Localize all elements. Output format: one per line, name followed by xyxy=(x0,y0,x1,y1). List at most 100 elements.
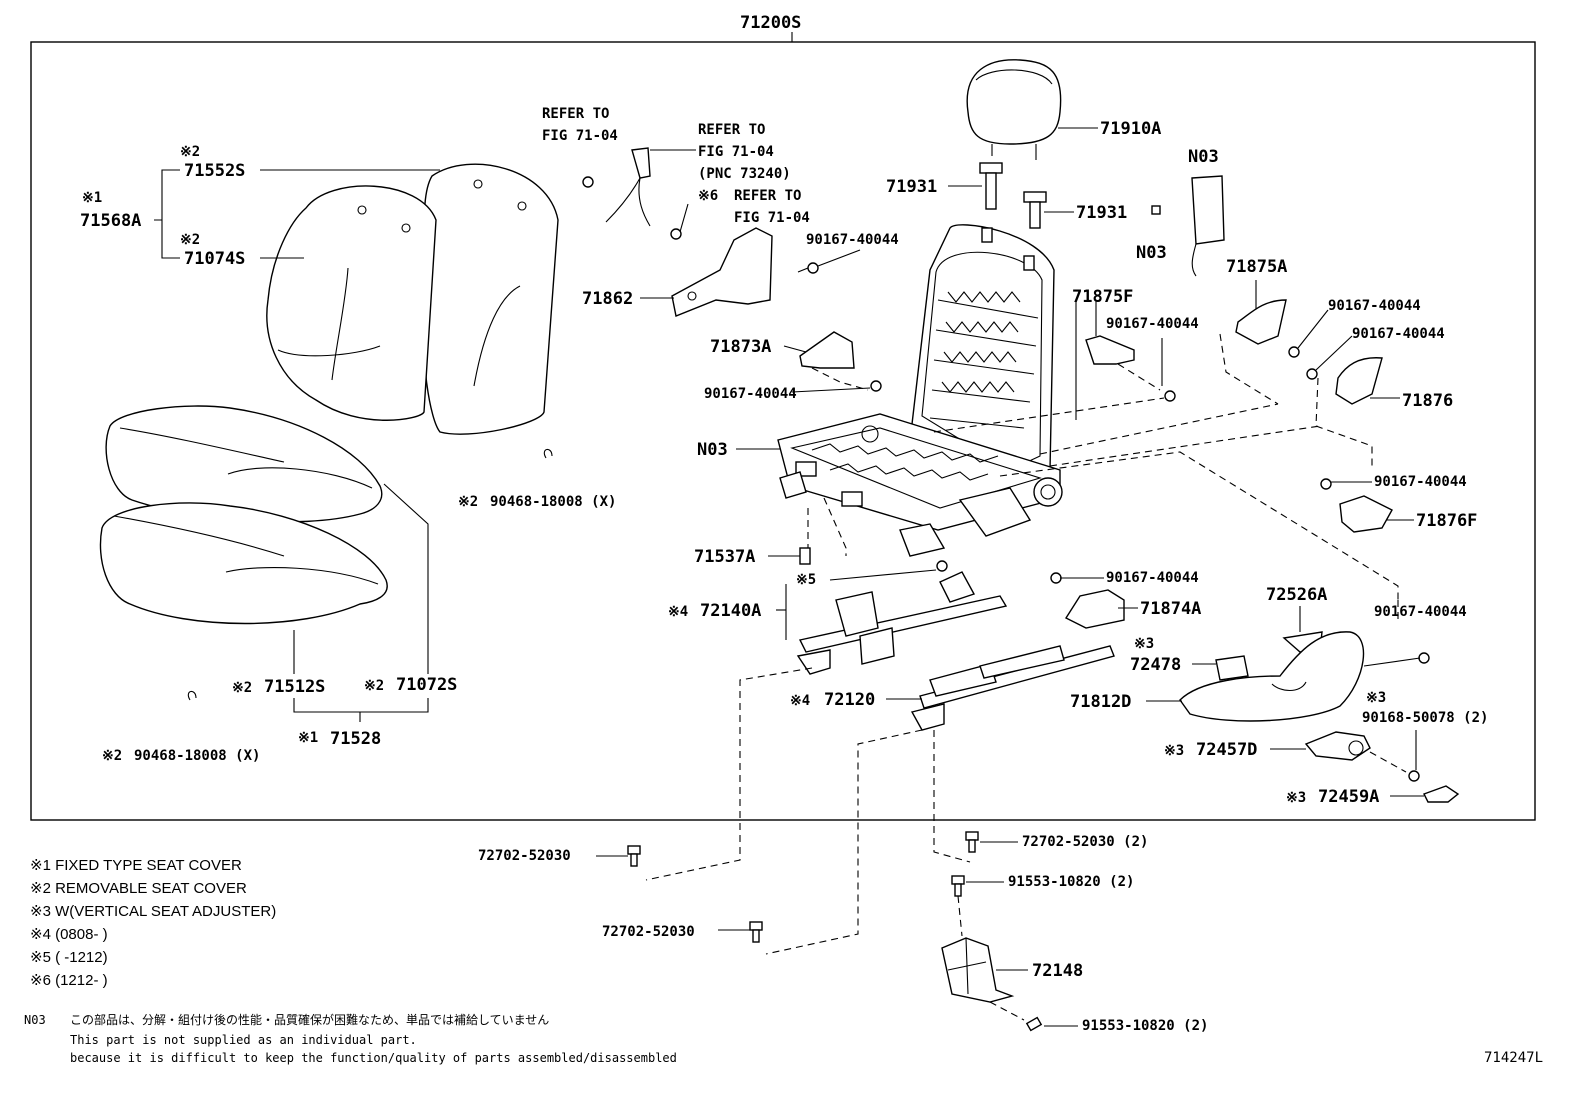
seat-belt-buckle[interactable] xyxy=(582,147,682,240)
side-airbag-module[interactable] xyxy=(1191,175,1225,277)
callout-90167-g[interactable]: 90167-40044 xyxy=(1106,570,1199,586)
callout-N03-nut[interactable]: N03 xyxy=(1136,243,1167,263)
callout-90167-c[interactable]: 90167-40044 xyxy=(1106,316,1199,332)
headrest-support-right[interactable] xyxy=(1023,191,1047,229)
bolt-icon xyxy=(951,875,965,897)
headrest[interactable] xyxy=(966,59,1062,160)
bolt-icon xyxy=(965,831,979,853)
mark-2-90468-a: ※2 xyxy=(458,494,478,510)
screw-icon xyxy=(1408,770,1420,782)
callout-91553-a[interactable]: 91553-10820 (2) xyxy=(1008,874,1134,890)
mark-3-72457D: ※3 xyxy=(1164,743,1184,759)
assembly-number[interactable]: 71200S xyxy=(740,13,801,33)
callout-90167-a[interactable]: 90167-40044 xyxy=(806,232,899,248)
callout-71874A[interactable]: 71874A xyxy=(1140,599,1201,619)
bracket-71873A[interactable] xyxy=(799,331,855,369)
cushion-pad-71072S[interactable] xyxy=(105,405,383,523)
callout-72457D[interactable]: 72457D xyxy=(1196,740,1257,760)
callout-71931-left[interactable]: 71931 xyxy=(886,177,937,197)
screw-icon xyxy=(870,380,882,392)
footnote-japanese: この部品は、分解・組付け後の性能・品質確保が困難なため、単品では補給していません xyxy=(70,1012,549,1027)
callout-90167-f[interactable]: 90167-40044 xyxy=(1374,474,1467,490)
refer-3-line1: REFER TO xyxy=(734,188,801,204)
callout-71074S[interactable]: 71074S xyxy=(184,249,245,269)
callout-71568A[interactable]: 71568A xyxy=(80,211,141,231)
callout-90167-d[interactable]: 90167-40044 xyxy=(1328,298,1421,314)
callout-90168[interactable]: 90168-50078 (2) xyxy=(1362,710,1488,726)
callout-71910A[interactable]: 71910A xyxy=(1100,119,1161,139)
refer-1-line2[interactable]: FIG 71-04 xyxy=(542,128,618,144)
mark-1-71568A: ※1 xyxy=(82,190,102,206)
callout-90167-b[interactable]: 90167-40044 xyxy=(704,386,797,402)
refer-2-line3[interactable]: (PNC 73240) xyxy=(698,166,791,182)
clip-71537A[interactable] xyxy=(799,547,811,565)
screw-icon xyxy=(1288,346,1300,358)
callout-N03-airbag[interactable]: N03 xyxy=(1188,147,1219,167)
note-5: ※5 ( -1212) xyxy=(30,949,108,966)
mark-3-72478: ※3 xyxy=(1134,636,1154,652)
callout-72459A[interactable]: 72459A xyxy=(1318,787,1379,807)
callout-71873A[interactable]: 71873A xyxy=(710,337,771,357)
seat-rail-72140A[interactable] xyxy=(796,571,1008,675)
seat-frame-assembly[interactable] xyxy=(777,224,1063,557)
callout-71812D[interactable]: 71812D xyxy=(1070,692,1131,712)
seatback-pad-71552S[interactable] xyxy=(422,163,559,435)
callout-71875A[interactable]: 71875A xyxy=(1226,257,1287,277)
callout-72148[interactable]: 72148 xyxy=(1032,961,1083,981)
refer-2-line2[interactable]: FIG 71-04 xyxy=(698,144,774,160)
cover-71876[interactable] xyxy=(1335,357,1383,405)
callout-90468-b[interactable]: 90468-18008 (X) xyxy=(134,748,260,764)
seat-rail-72120[interactable] xyxy=(910,645,1115,731)
bracket-72148[interactable] xyxy=(941,937,1015,1003)
refer-1-line1: REFER TO xyxy=(542,106,609,122)
cover-71875A[interactable] xyxy=(1235,299,1287,345)
note-4: ※4 (0808- ) xyxy=(30,926,108,943)
callout-72478[interactable]: 72478 xyxy=(1130,655,1181,675)
bracket-71874A[interactable] xyxy=(1064,589,1125,629)
screw-icon xyxy=(936,560,948,572)
note-3: ※3 W(VERTICAL SEAT ADJUSTER) xyxy=(30,903,276,920)
callout-71512S[interactable]: 71512S xyxy=(264,677,325,697)
cover-71875F[interactable] xyxy=(1085,335,1135,365)
callout-90167-h[interactable]: 90167-40044 xyxy=(1374,604,1467,620)
bracket-72478[interactable] xyxy=(1215,655,1249,681)
callout-71876[interactable]: 71876 xyxy=(1402,391,1453,411)
callout-71072S[interactable]: 71072S xyxy=(396,675,457,695)
screw-icon xyxy=(797,262,819,274)
callout-72140A[interactable]: 72140A xyxy=(700,601,761,621)
callout-N03-frame[interactable]: N03 xyxy=(697,440,728,460)
side-shield-71812D[interactable] xyxy=(1179,631,1365,722)
assembly-frame xyxy=(30,41,1536,821)
nut-icon xyxy=(1151,205,1161,215)
callout-71931-right[interactable]: 71931 xyxy=(1076,203,1127,223)
callout-72702-b[interactable]: 72702-52030 xyxy=(602,924,695,940)
callout-71862[interactable]: 71862 xyxy=(582,289,633,309)
refer-3-line2[interactable]: FIG 71-04 xyxy=(734,210,810,226)
callout-71875F[interactable]: 71875F xyxy=(1072,287,1133,307)
callout-90468-a[interactable]: 90468-18008 (X) xyxy=(490,494,616,510)
callout-90167-e[interactable]: 90167-40044 xyxy=(1352,326,1445,342)
cover-72459A[interactable] xyxy=(1423,785,1460,803)
mark-2-71552S: ※2 xyxy=(180,144,200,160)
callout-71552S[interactable]: 71552S xyxy=(184,161,245,181)
cushion-cover-71512S[interactable] xyxy=(99,502,388,625)
callout-72526A[interactable]: 72526A xyxy=(1266,585,1327,605)
callout-72120[interactable]: 72120 xyxy=(824,690,875,710)
headrest-support-left[interactable] xyxy=(979,162,1003,210)
knob-72457D[interactable] xyxy=(1304,731,1371,761)
cover-71876F[interactable] xyxy=(1339,495,1393,533)
screw-icon xyxy=(1306,368,1318,380)
callout-71528[interactable]: 71528 xyxy=(330,729,381,749)
seatback-cover-71074S[interactable] xyxy=(266,185,437,421)
recliner-cover-71862[interactable] xyxy=(671,227,773,317)
screw-icon xyxy=(1164,390,1176,402)
callout-72702-a[interactable]: 72702-52030 xyxy=(478,848,571,864)
callout-72702-c[interactable]: 72702-52030 (2) xyxy=(1022,834,1148,850)
callout-91553-b[interactable]: 91553-10820 (2) xyxy=(1082,1018,1208,1034)
callout-71537A[interactable]: 71537A xyxy=(694,547,755,567)
mark-2-71072S: ※2 xyxy=(364,678,384,694)
callout-71876F[interactable]: 71876F xyxy=(1416,511,1477,531)
footnote: N03 この部品は、分解・組付け後の性能・品質確保が困難なため、単品では補給して… xyxy=(24,1012,677,1065)
